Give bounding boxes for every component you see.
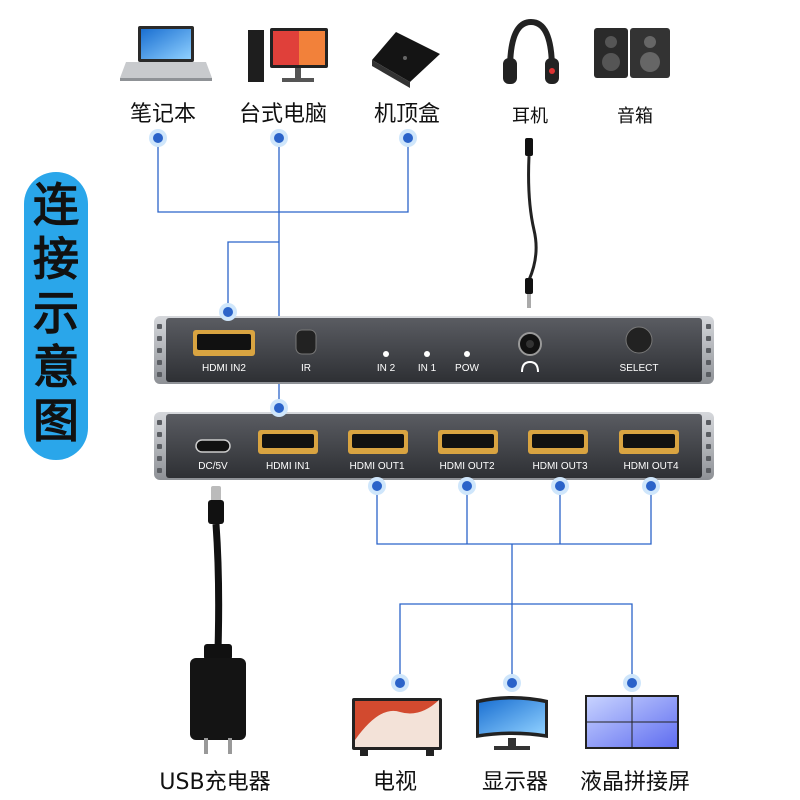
- monitor-icon: [476, 696, 548, 750]
- hdmi-port-socket: [532, 434, 584, 448]
- audio-cable: [525, 138, 538, 308]
- vent-slot: [157, 348, 162, 353]
- connection-dot: [153, 133, 163, 143]
- desktop-computer-icon: [248, 28, 328, 82]
- video-wall-icon: [585, 695, 679, 749]
- videowall-label: 液晶拼接屏: [579, 770, 690, 795]
- tv-label: 电视: [372, 770, 417, 795]
- vent-slot: [706, 336, 711, 341]
- connection-dot: [274, 403, 284, 413]
- page-title: 连接示意图: [33, 178, 79, 448]
- vent-slot: [706, 420, 711, 425]
- vent-slot: [157, 336, 162, 341]
- vent-slot: [706, 324, 711, 329]
- dc-port-label: DC/5V: [198, 461, 228, 472]
- connection-dot: [646, 481, 656, 491]
- vent-slot: [706, 444, 711, 449]
- vent-slot: [157, 432, 162, 437]
- tv-icon: [352, 698, 442, 756]
- connection-dot: [627, 678, 637, 688]
- desktop-label: 台式电脑: [238, 102, 327, 127]
- hdmi-out1-label: HDMI OUT1: [349, 461, 405, 472]
- connection-dot: [403, 133, 413, 143]
- usb-charger-icon: [190, 486, 246, 754]
- output-wiring: [376, 488, 652, 682]
- connection-dot: [555, 481, 565, 491]
- ir-label: IR: [301, 363, 311, 374]
- connection-dot: [372, 481, 382, 491]
- connection-dot: [395, 678, 405, 688]
- vent-slot: [706, 432, 711, 437]
- vent-slot: [157, 468, 162, 473]
- vent-slot: [706, 360, 711, 365]
- select-button-label: SELECT: [619, 363, 659, 374]
- connection-points: [149, 129, 660, 692]
- hdmi-port-socket: [352, 434, 404, 448]
- connection-dot: [462, 481, 472, 491]
- headphones-label: 耳机: [512, 106, 548, 127]
- connection-dot: [507, 678, 517, 688]
- vent-slot: [157, 444, 162, 449]
- vent-slot: [157, 456, 162, 461]
- vent-slot: [157, 372, 162, 377]
- laptop-icon: [120, 26, 212, 81]
- vent-slot: [157, 420, 162, 425]
- connection-dot: [223, 307, 233, 317]
- vent-slot: [706, 456, 711, 461]
- vent-slot: [706, 372, 711, 377]
- charger-label: USB充电器: [159, 770, 271, 795]
- title-banner: 连接示意图: [24, 172, 88, 460]
- hdmi-in2-label: HDMI IN2: [202, 363, 246, 374]
- connection-dot: [274, 133, 284, 143]
- hdmi-out4-label: HDMI OUT4: [623, 461, 679, 472]
- hdmi-out3-label: HDMI OUT3: [532, 461, 588, 472]
- laptop-label: 笔记本: [129, 102, 196, 127]
- hdmi-out2-label: HDMI OUT2: [439, 461, 495, 472]
- in2-led-label: IN 2: [376, 363, 396, 374]
- hdmi-port-socket: [442, 434, 494, 448]
- switch-rear-panel-bottom: [154, 412, 714, 480]
- in1-led-label: IN 1: [417, 363, 437, 374]
- hdmi-port-socket: [623, 434, 675, 448]
- vent-slot: [706, 348, 711, 353]
- set-top-box-icon: [372, 32, 440, 88]
- hdmi-port-socket: [262, 434, 314, 448]
- monitor-label: 显示器: [481, 770, 548, 795]
- vent-slot: [157, 360, 162, 365]
- headphones-icon: [503, 18, 559, 84]
- hdmi-in1-label: HDMI IN1: [266, 461, 310, 472]
- pow-led-label: POW: [455, 363, 479, 374]
- vent-slot: [157, 324, 162, 329]
- speakers-label: 音箱: [617, 106, 653, 127]
- vent-slot: [706, 468, 711, 473]
- switch-rear-panel-top: [154, 316, 714, 384]
- settop-label: 机顶盒: [373, 102, 440, 127]
- speakers-icon: [594, 28, 670, 78]
